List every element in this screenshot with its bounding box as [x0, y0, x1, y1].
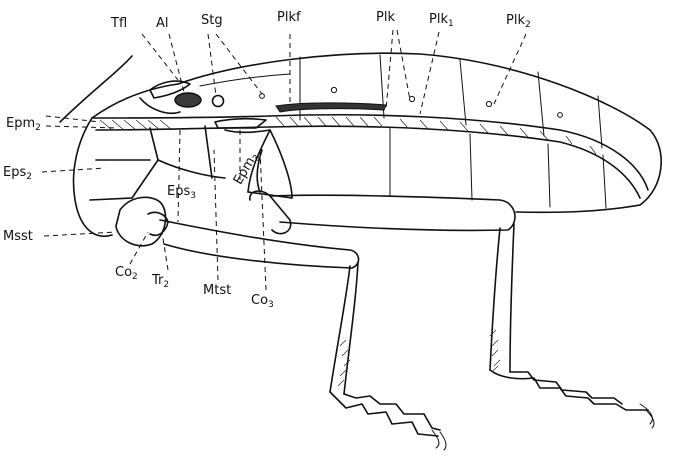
- label-co2: Co2: [115, 265, 138, 282]
- label-msst: Msst: [3, 229, 33, 244]
- label-tfl: Tfl: [110, 16, 127, 31]
- body-outline: [60, 53, 661, 236]
- label-eps3: Eps3: [167, 184, 196, 201]
- label-al: Al: [156, 16, 169, 31]
- label-epm2: Epm2: [6, 116, 41, 133]
- label-eps2: Eps2: [3, 165, 32, 182]
- label-tr2: Tr2: [151, 273, 169, 290]
- label-stg: Stg: [201, 13, 223, 28]
- legs: [116, 191, 654, 450]
- label-plk2: Plk2: [506, 13, 531, 30]
- label-plk: Plk: [376, 10, 395, 25]
- label-co3: Co3: [251, 293, 274, 310]
- labels: Tfl Al Stg Plkf Plk Plk1 Plk2 Epm2 Eps2 …: [3, 10, 531, 310]
- label-mtst: Mtst: [203, 283, 231, 298]
- label-plkf: Plkf: [277, 10, 301, 25]
- label-plk1: Plk1: [429, 12, 454, 29]
